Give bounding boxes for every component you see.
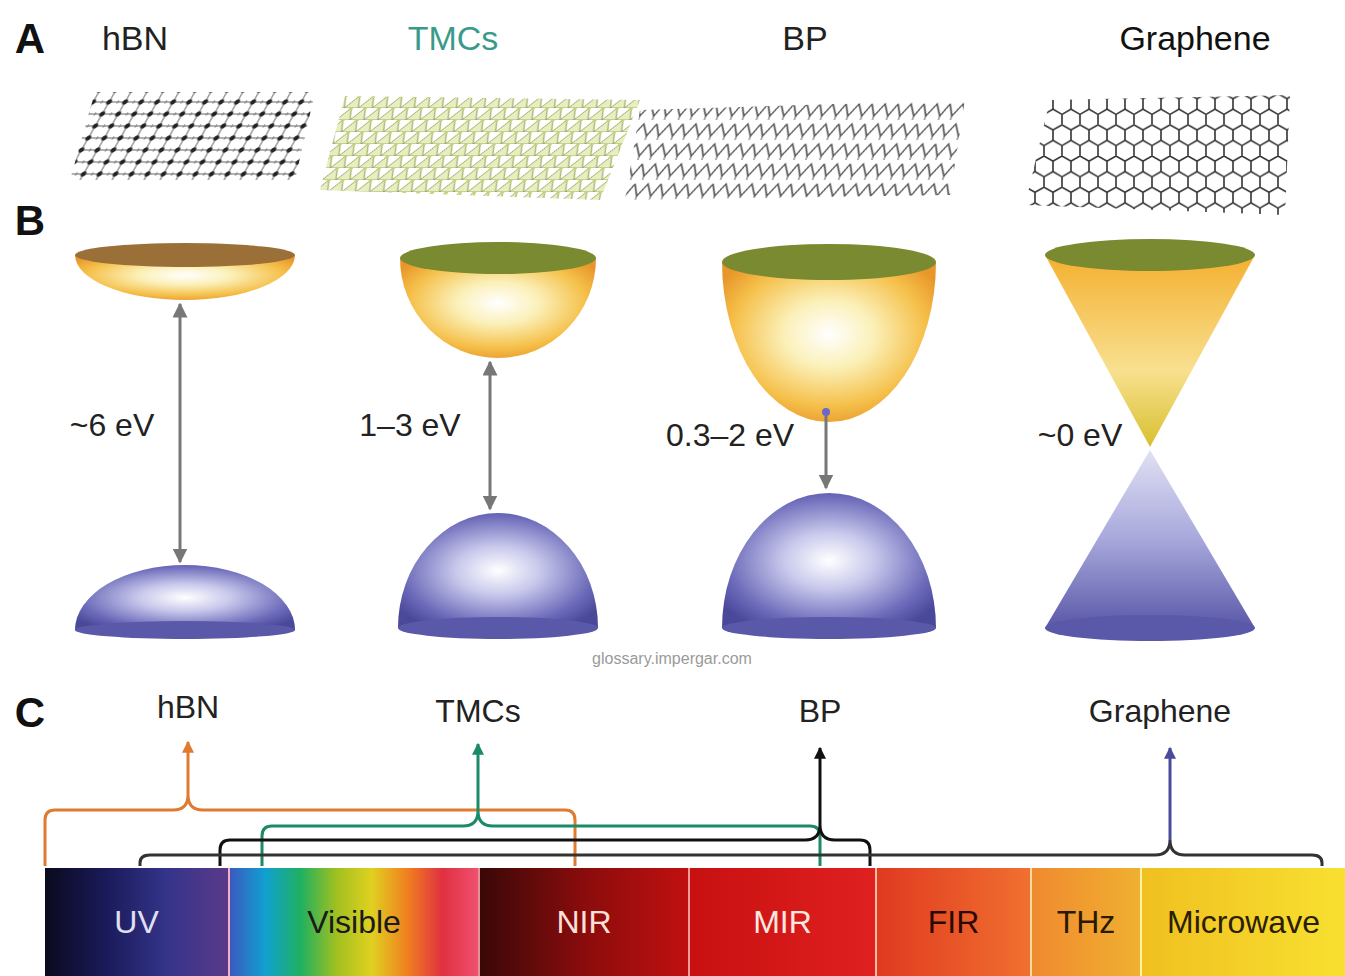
spectrum-band: NIR <box>478 868 688 976</box>
material-name: BP <box>799 694 842 729</box>
spectrum-band: THz <box>1030 868 1140 976</box>
spectrum-band: Visible <box>228 868 478 976</box>
bandgap-value: ~6 eV <box>70 408 155 443</box>
tmc-lattice <box>320 96 640 200</box>
material-name: TMCs <box>408 20 499 57</box>
graphene-lattice <box>1025 95 1290 215</box>
material-name: Graphene <box>1089 694 1231 729</box>
material-name: BP <box>782 20 827 57</box>
range-brackets <box>45 742 1322 866</box>
spectrum-band: Microwave <box>1140 868 1345 976</box>
band-name: UV <box>114 904 158 941</box>
material-name: hBN <box>102 20 168 57</box>
band-name: FIR <box>928 904 980 941</box>
band-name: NIR <box>556 904 611 941</box>
material-name: hBN <box>157 690 219 725</box>
spectrum-band: UV <box>45 868 228 976</box>
spectrum-band: MIR <box>688 868 875 976</box>
band-name: THz <box>1057 904 1116 941</box>
band-name: Microwave <box>1167 904 1320 941</box>
hbn-lattice <box>70 92 315 180</box>
panel-letter: A <box>15 16 45 62</box>
bp-lattice <box>625 100 965 200</box>
bandgap-value: 1–3 eV <box>359 408 460 443</box>
material-name: Graphene <box>1119 20 1270 57</box>
spectrum-band: FIR <box>875 868 1030 976</box>
material-name: TMCs <box>435 694 520 729</box>
panel-letter: C <box>15 690 45 736</box>
bandgap-value: 0.3–2 eV <box>666 418 794 453</box>
band-name: MIR <box>753 904 812 941</box>
band-name: Visible <box>307 904 401 941</box>
watermark: glossary.impergar.com <box>592 650 752 668</box>
panel-letter: B <box>15 198 45 244</box>
bandgap-value: ~0 eV <box>1038 418 1123 453</box>
